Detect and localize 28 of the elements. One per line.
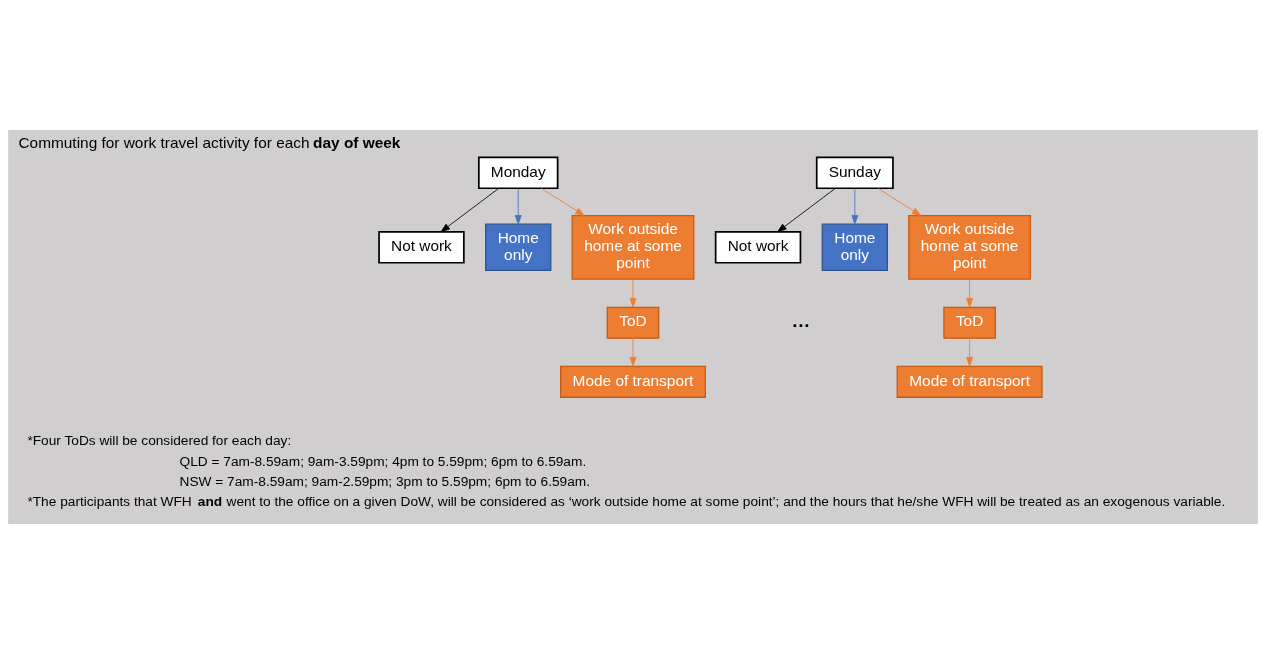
arrow: [629, 278, 637, 307]
arrow: [966, 278, 974, 307]
label: QLD = 7am-8.59am; 9am-3.59pm; 4pm to 5.59pm; 6pm to 6.59am.: [179, 453, 587, 469]
label: *Four ToDs will be considered for each day:: [27, 432, 292, 448]
node-box: Work outside home at some point: [908, 214, 1032, 280]
node-box: Home only: [821, 223, 889, 271]
node-box: ToD: [943, 306, 996, 339]
node-box: Not work: [714, 230, 802, 264]
node-box: Monday: [477, 156, 559, 189]
arrow: [541, 187, 585, 216]
arrow: [514, 187, 522, 224]
node-box: ToD: [606, 306, 660, 339]
diagram-title: Commuting for work travel activity for each day of week: [18, 133, 401, 151]
label: NSW = 7am-8.59am; 9am-2.59pm; 3pm to 5.59pm; 6pm to 6.59am.: [179, 473, 590, 489]
arrow: [877, 187, 922, 216]
node-box: Mode of transport: [560, 365, 706, 398]
arrow: [777, 187, 836, 232]
arrow: [966, 337, 974, 366]
node-box: Not work: [378, 230, 465, 264]
node-box: Mode of transport: [896, 365, 1043, 398]
node-box: Home only: [485, 223, 552, 271]
node-box: Work outside home at some point: [571, 214, 695, 280]
arrow: [440, 187, 500, 232]
arrow: [851, 187, 859, 224]
arrow: [629, 337, 637, 366]
node-box: Sunday: [815, 156, 894, 189]
label: *The participants that WFH and went to the office on a given DoW, will be considered as ‘work outside home at some point’; and the hours that he/she WFH will be treated as an exogenous variable.: [27, 493, 1226, 509]
label: …: [791, 309, 811, 331]
